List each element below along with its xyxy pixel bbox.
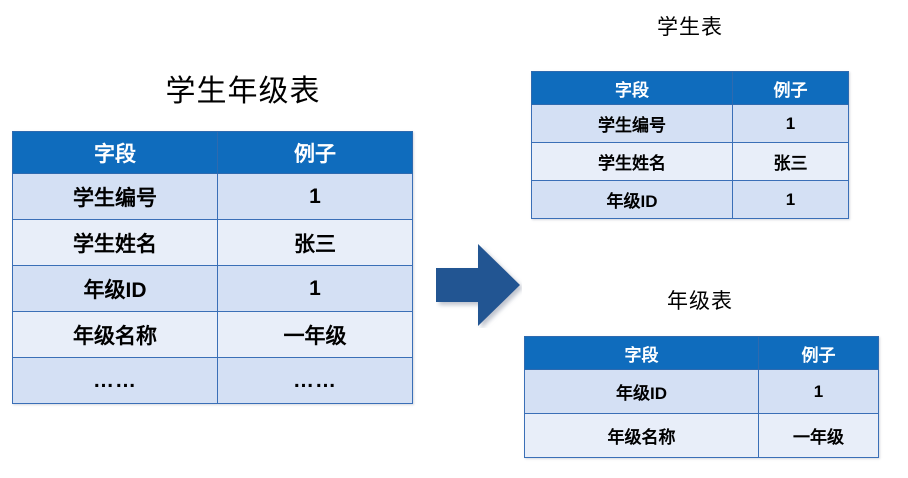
table-row: 学生姓名 张三 bbox=[531, 142, 849, 181]
table-header-row: 字段 例子 bbox=[531, 71, 849, 105]
table-row: 学生姓名 张三 bbox=[12, 219, 413, 266]
column-header-example: 例子 bbox=[758, 336, 879, 370]
table-row: 年级ID 1 bbox=[531, 180, 849, 219]
cell-field: 年级名称 bbox=[524, 413, 759, 458]
source-table: 字段 例子 学生编号 1 学生姓名 张三 年级ID 1 年级名称 一年级 …… bbox=[12, 131, 413, 404]
column-header-field: 字段 bbox=[12, 131, 218, 174]
cell-example: 1 bbox=[217, 173, 413, 220]
table-row-ellipsis: …… …… bbox=[12, 357, 413, 404]
cell-example: 一年级 bbox=[217, 311, 413, 358]
cell-field: 年级ID bbox=[524, 369, 759, 414]
cell-field: …… bbox=[12, 357, 218, 404]
table-row: 学生编号 1 bbox=[12, 173, 413, 220]
column-header-field: 字段 bbox=[524, 336, 759, 370]
table-row: 学生编号 1 bbox=[531, 104, 849, 143]
column-header-example: 例子 bbox=[217, 131, 413, 174]
cell-example: 1 bbox=[732, 104, 849, 143]
column-header-example: 例子 bbox=[732, 71, 849, 105]
table-row: 年级名称 一年级 bbox=[524, 413, 879, 458]
cell-example: 1 bbox=[217, 265, 413, 312]
cell-field: 学生编号 bbox=[531, 104, 733, 143]
cell-example: 1 bbox=[732, 180, 849, 219]
grade-table: 字段 例子 年级ID 1 年级名称 一年级 bbox=[524, 336, 879, 458]
cell-field: 学生姓名 bbox=[12, 219, 218, 266]
student-table: 字段 例子 学生编号 1 学生姓名 张三 年级ID 1 bbox=[531, 71, 849, 219]
cell-example: …… bbox=[217, 357, 413, 404]
cell-example: 张三 bbox=[217, 219, 413, 266]
cell-example: 一年级 bbox=[758, 413, 879, 458]
student-table-title: 学生表 bbox=[657, 15, 723, 39]
cell-field: 年级名称 bbox=[12, 311, 218, 358]
right-arrow-icon bbox=[436, 242, 522, 328]
table-header-row: 字段 例子 bbox=[524, 336, 879, 370]
cell-field: 学生姓名 bbox=[531, 142, 733, 181]
cell-example: 张三 bbox=[732, 142, 849, 181]
table-header-row: 字段 例子 bbox=[12, 131, 413, 174]
cell-field: 学生编号 bbox=[12, 173, 218, 220]
table-row: 年级名称 一年级 bbox=[12, 311, 413, 358]
cell-field: 年级ID bbox=[531, 180, 733, 219]
source-table-title: 学生年级表 bbox=[165, 75, 321, 108]
cell-field: 年级ID bbox=[12, 265, 218, 312]
grade-table-title: 年级表 bbox=[667, 289, 733, 313]
cell-example: 1 bbox=[758, 369, 879, 414]
table-row: 年级ID 1 bbox=[12, 265, 413, 312]
table-row: 年级ID 1 bbox=[524, 369, 879, 414]
column-header-field: 字段 bbox=[531, 71, 733, 105]
